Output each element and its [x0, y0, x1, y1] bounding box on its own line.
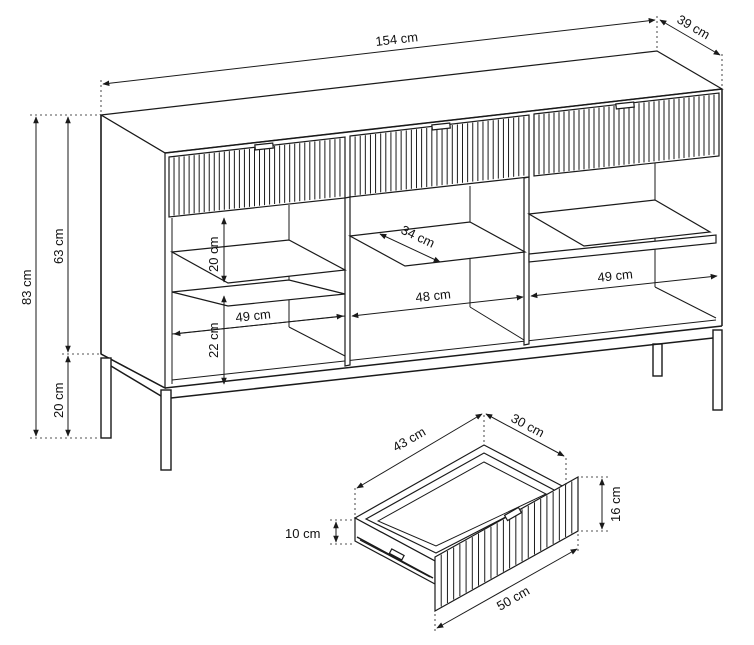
label-compartment-left: 49 cm — [235, 306, 272, 325]
leg-front-right — [712, 329, 723, 411]
handle-middle — [431, 122, 451, 131]
drawer-row — [168, 92, 720, 218]
leg-back-right — [652, 343, 663, 377]
handle-left — [254, 142, 274, 151]
sideboard-dimensions: 154 cm 39 cm 83 cm 63 cm 20 cm 20 cm 22 … — [19, 12, 723, 439]
shelf-right-upper — [527, 199, 712, 247]
label-compartment-middle: 48 cm — [415, 286, 452, 305]
dim-line-shelf-depth — [379, 233, 441, 263]
shelf-left-lower — [171, 279, 346, 307]
drawer-handle — [503, 506, 523, 522]
label-height-total: 83 cm — [19, 270, 34, 305]
label-compartment-right: 49 cm — [597, 266, 634, 285]
label-drawer-depth-inner: 43 cm — [390, 424, 428, 455]
label-height-body: 63 cm — [51, 229, 66, 264]
label-width-total: 154 cm — [375, 29, 419, 49]
label-drawer-width-inner: 30 cm — [509, 410, 547, 440]
divider-right — [523, 176, 530, 346]
sideboard-side-panel — [100, 113, 166, 389]
label-shelf-gap-upper: 20 cm — [206, 237, 221, 272]
drawer-front-right — [533, 92, 720, 177]
dim-line-compartment-right — [530, 273, 718, 299]
leg-front-left — [160, 389, 172, 471]
shelf-right-lower — [528, 234, 717, 263]
shelf-middle — [348, 221, 527, 267]
dim-line-drawer-width-inner — [485, 413, 565, 457]
label-drawer-front-height: 16 cm — [608, 487, 623, 522]
leg-back-left — [100, 357, 112, 439]
handle-right — [615, 101, 635, 110]
dim-line-drawer-front-width — [436, 548, 578, 629]
label-shelf-gap-lower: 22 cm — [206, 323, 221, 358]
shelf-left-upper — [170, 239, 347, 284]
divider-left — [344, 196, 351, 367]
label-drawer-front-width: 50 cm — [494, 583, 532, 614]
dim-line-compartment-left — [173, 313, 344, 337]
dim-line-drawer-depth-inner — [356, 413, 483, 489]
sideboard — [99, 50, 724, 471]
label-depth-total: 39 cm — [675, 12, 713, 43]
label-height-legs: 20 cm — [51, 383, 66, 418]
dim-line-compartment-middle — [351, 294, 524, 319]
dim-line-width-total — [102, 17, 656, 87]
dim-line-depth-total — [659, 19, 721, 56]
label-drawer-side-height: 10 cm — [285, 526, 320, 541]
